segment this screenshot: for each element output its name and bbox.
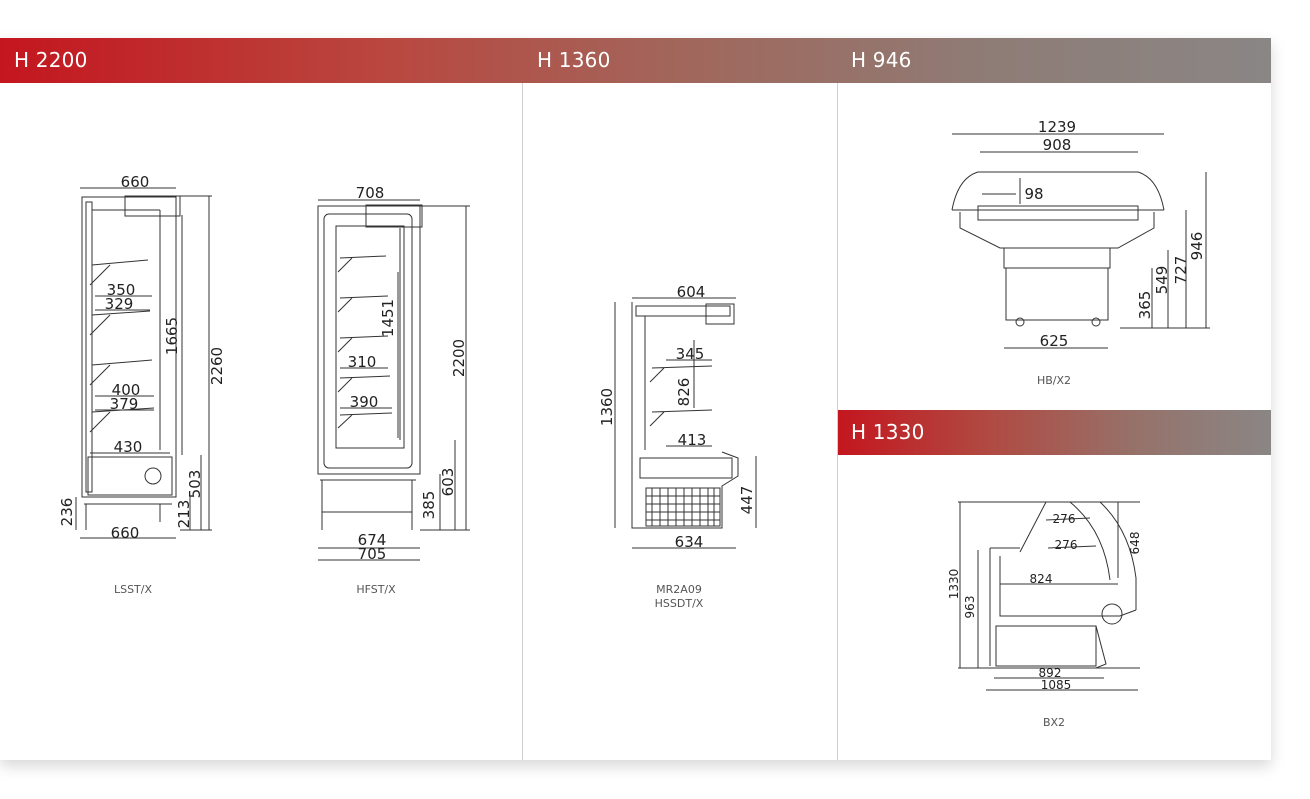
bx2-dim-outer-width: 1085 (1041, 678, 1072, 692)
lsst-dim-shelf-span: 1665 (163, 317, 181, 355)
hfst-drawing (317, 199, 470, 561)
caption-bx2: BX2 (1042, 716, 1066, 729)
bx2-dim-total-height: 1330 (947, 569, 961, 600)
mr2a09-dim-top-width: 604 (677, 283, 706, 301)
lsst-dim-shelf1-inner: 329 (105, 295, 134, 313)
lsst-dim-leg-height: 213 (175, 500, 193, 529)
lsst-dim-shelf2-outer: 400 (112, 381, 141, 399)
lsst-dim-total-height: 2260 (208, 347, 226, 385)
hb-dim-727: 727 (1172, 256, 1190, 285)
bx2-dim-shelf2: 276 (1055, 538, 1078, 552)
bx2-drawing (958, 501, 1140, 691)
caption-mr2a09-line1: MR2A09 (656, 583, 702, 596)
caption-lsst: LSST/X (113, 583, 153, 596)
column-separator-1 (522, 83, 523, 760)
mr2a09-dim-shelf1: 345 (676, 345, 705, 363)
header-h1360: H 1360 (537, 48, 611, 72)
hfst-dim-total-height: 2200 (450, 339, 468, 377)
bx2-dim-shelf-depth: 824 (1030, 572, 1053, 586)
hb-dim-inner-width: 908 (1043, 136, 1072, 154)
lsst-dim-shelf2-inner: 379 (110, 395, 139, 413)
caption-hfst: HFST/X (356, 583, 396, 596)
hb-dim-549: 549 (1153, 266, 1171, 295)
column-separator-2 (837, 83, 838, 760)
bx2-dim-counter-height: 963 (963, 596, 977, 619)
hfst-dim-shelf-span: 1451 (379, 299, 397, 337)
caption-hb: HB/X2 (1036, 374, 1072, 387)
hb-dim-365: 365 (1136, 291, 1154, 320)
header-h946: H 946 (851, 48, 912, 72)
mr2a09-dim-shelf2: 413 (678, 431, 707, 449)
lsst-dim-plinth: 236 (58, 498, 76, 527)
mr2a09-dim-base-height: 447 (738, 486, 756, 515)
hb-dim-total-height: 946 (1188, 232, 1206, 261)
lsst-dim-shelf1-outer: 350 (107, 281, 136, 299)
mr2a09-dim-total-height: 1360 (598, 388, 616, 426)
lsst-drawing (75, 187, 212, 539)
caption-mr2a09: MR2A09 HSSDT/X (619, 583, 739, 611)
section-header-bar: H 2200 H 1360 H 946 (0, 38, 1271, 83)
hfst-dim-base-height: 603 (439, 468, 457, 497)
drawing-sheet (0, 38, 1271, 760)
caption-mr2a09-line2: HSSDT/X (654, 597, 704, 610)
hb-dim-base-width: 625 (1040, 332, 1069, 350)
header-h2200: H 2200 (14, 48, 88, 72)
hfst-dim-shelf2: 390 (350, 393, 379, 411)
hfst-dim-width-inner: 674 (358, 531, 387, 549)
bx2-dim-inner-width: 892 (1039, 666, 1062, 680)
hfst-dim-width-outer: 705 (358, 545, 387, 563)
hb-dim-glass: 98 (1024, 185, 1043, 203)
section-header-bar-h1330: H 1330 (837, 410, 1271, 455)
lsst-dim-top-width: 660 (121, 173, 150, 191)
bx2-dim-glass-height: 648 (1128, 532, 1142, 555)
mr2a09-drawing (614, 297, 757, 549)
bx2-dim-shelf1: 276 (1053, 512, 1076, 526)
hfst-dim-top-width: 708 (356, 184, 385, 202)
hfst-dim-leg-height: 385 (420, 491, 438, 520)
mr2a09-dim-bottom-width: 634 (675, 533, 704, 551)
hfst-dim-shelf1: 310 (348, 353, 377, 371)
lsst-dim-base-height: 503 (186, 470, 204, 499)
lsst-dim-bottom-width: 660 (111, 524, 140, 542)
hb-dim-outer-width: 1239 (1038, 118, 1076, 136)
lsst-dim-base-depth: 430 (114, 438, 143, 456)
mr2a09-dim-shelf-span: 826 (675, 378, 693, 407)
hb-drawing (951, 133, 1210, 349)
header-h1330: H 1330 (851, 420, 925, 444)
